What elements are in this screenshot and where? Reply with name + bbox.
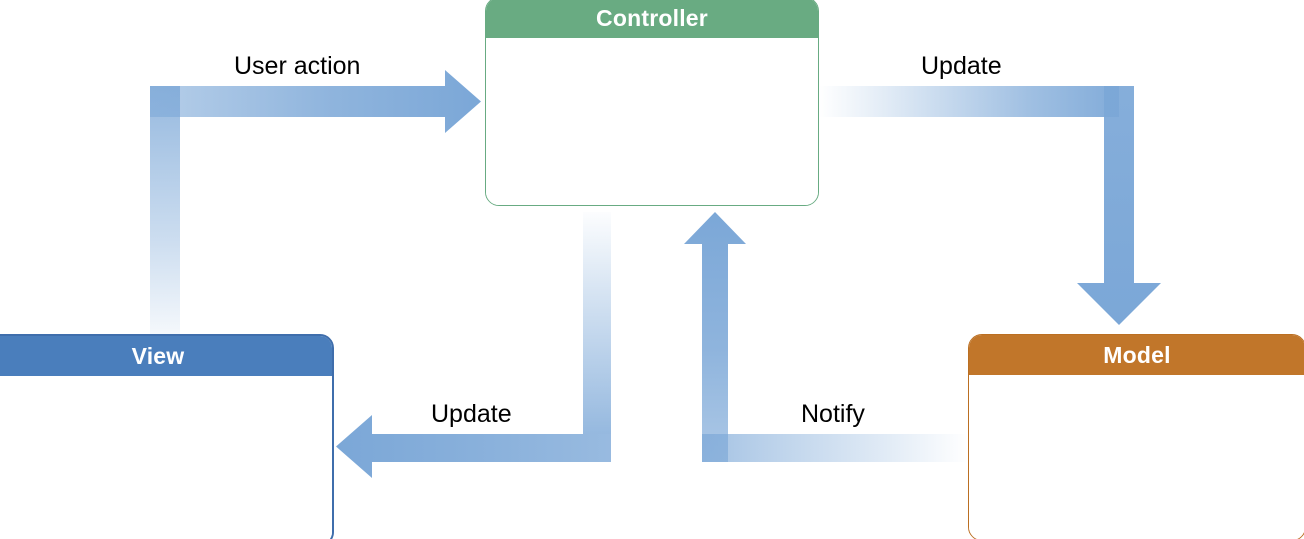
edge-label-update-view: Update	[431, 400, 512, 428]
arrow-update-model	[819, 86, 1161, 325]
edge-label-update-model: Update	[921, 52, 1002, 80]
arrow-user-action	[150, 70, 481, 346]
node-view[interactable]: View	[0, 334, 334, 539]
node-model[interactable]: Model	[968, 334, 1304, 539]
node-controller-title: Controller	[486, 0, 818, 38]
edge-label-notify: Notify	[801, 400, 865, 428]
node-model-body	[969, 375, 1304, 539]
edge-label-user-action: User action	[234, 52, 361, 80]
arrow-update-view	[336, 212, 611, 478]
node-controller-body	[486, 38, 818, 205]
node-controller[interactable]: Controller	[485, 0, 819, 206]
node-model-title: Model	[969, 335, 1304, 375]
node-view-title: View	[0, 336, 332, 376]
node-view-body	[0, 376, 332, 539]
